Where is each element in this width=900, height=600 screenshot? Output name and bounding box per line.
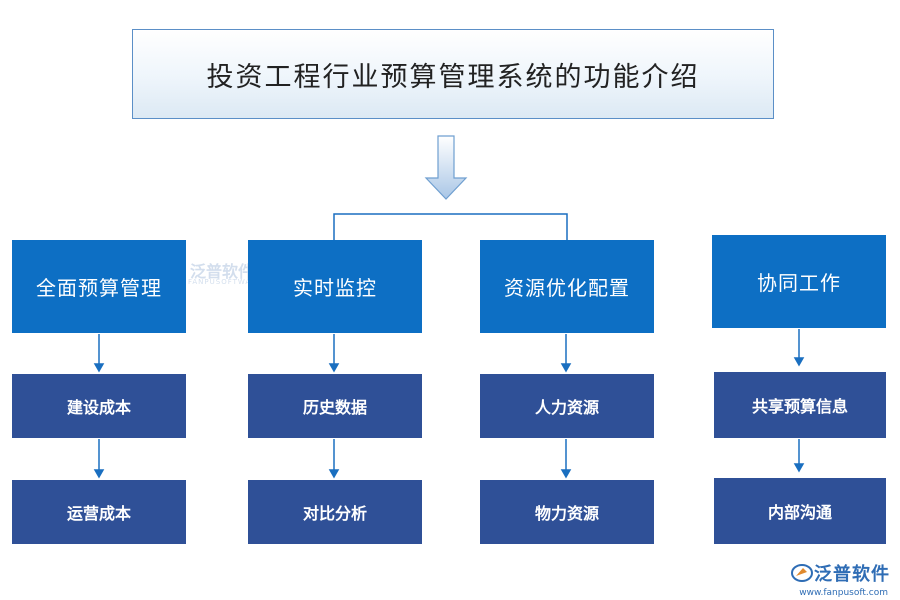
bracket-connector xyxy=(333,213,568,240)
item-label: 建设成本 xyxy=(66,398,131,417)
down-arrow-icon xyxy=(424,135,468,200)
category-collaboration: 协同工作 xyxy=(712,235,886,328)
watermark-text: 泛普软件 xyxy=(190,262,255,281)
item-construction-cost: 建设成本 xyxy=(12,374,186,438)
item-label: 物力资源 xyxy=(534,504,599,523)
item-operating-cost: 运营成本 xyxy=(12,480,186,544)
title-box: 投资工程行业预算管理系统的功能介绍 xyxy=(132,29,774,119)
item-human-resources: 人力资源 xyxy=(480,374,654,438)
item-label: 内部沟通 xyxy=(767,503,832,522)
diagram-title: 投资工程行业预算管理系统的功能介绍 xyxy=(206,61,700,93)
item-comparative-analysis: 对比分析 xyxy=(248,480,422,544)
item-label: 运营成本 xyxy=(66,504,131,523)
category-label: 实时监控 xyxy=(293,276,377,300)
item-material-resources: 物力资源 xyxy=(480,480,654,544)
category-budget-management: 全面预算管理 xyxy=(12,240,186,333)
category-label: 全面预算管理 xyxy=(36,276,162,300)
item-historical-data: 历史数据 xyxy=(248,374,422,438)
watermark-subtext: FANPUSOFTWARE xyxy=(188,278,263,286)
category-resource-optimization: 资源优化配置 xyxy=(480,240,654,333)
brand-name: 泛普软件 xyxy=(814,564,890,585)
category-realtime-monitoring: 实时监控 xyxy=(248,240,422,333)
item-label: 对比分析 xyxy=(302,504,367,523)
item-internal-communication: 内部沟通 xyxy=(714,478,886,544)
flow-arrows xyxy=(93,329,805,479)
item-label: 共享预算信息 xyxy=(751,397,848,416)
item-shared-budget-info: 共享预算信息 xyxy=(714,372,886,438)
brand-url: www.fanpusoft.com xyxy=(799,588,888,598)
item-label: 人力资源 xyxy=(534,398,599,417)
brand-logo-icon xyxy=(791,564,813,582)
category-label: 协同工作 xyxy=(757,271,841,295)
category-label: 资源优化配置 xyxy=(504,276,630,300)
brand-logo: 泛普软件 xyxy=(790,560,890,586)
item-label: 历史数据 xyxy=(302,398,367,417)
